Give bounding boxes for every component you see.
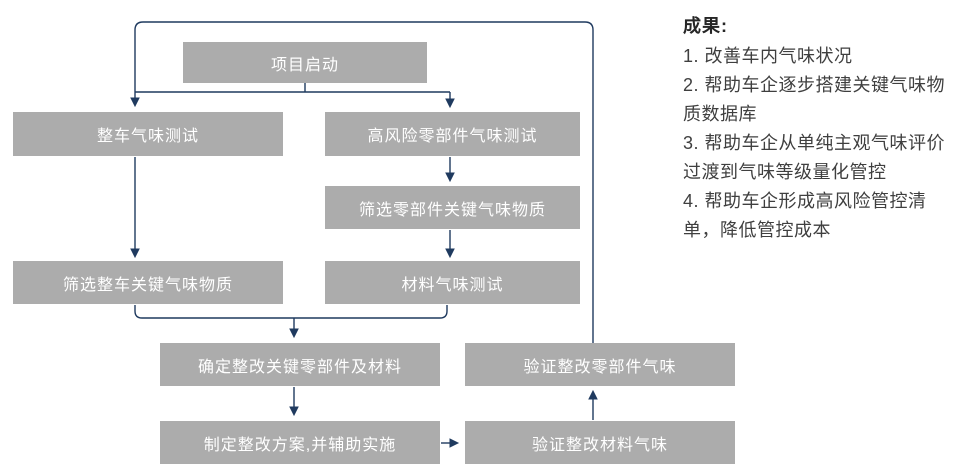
- node-determine-key-parts-materials: 确定整改关键零部件及材料: [160, 343, 440, 386]
- node-project-start-label: 项目启动: [270, 56, 339, 74]
- node-screen-vehicle-key-odor-substances-label: 筛选整车关键气味物质: [62, 276, 233, 294]
- node-make-rectification-plan-label: 制定整改方案,并辅助实施: [203, 436, 397, 454]
- results-item-1: 1. 改善车内气味状况: [683, 46, 853, 66]
- node-screen-vehicle-key-odor-substances: 筛选整车关键气味物质: [13, 261, 283, 304]
- results-item-3: 3. 帮助车企从单纯主观气味评价过渡到气味等级量化管控: [683, 133, 946, 182]
- results-panel: 成果: 1. 改善车内气味状况 2. 帮助车企逐步搭建关键气味物质数据库 3. …: [683, 12, 954, 245]
- node-material-odor-test-label: 材料气味测试: [401, 276, 504, 294]
- results-item-4: 4. 帮助车企形成高风险管控清单，降低管控成本: [683, 191, 927, 240]
- node-material-odor-test: 材料气味测试: [325, 261, 580, 304]
- node-screen-parts-key-odor-substances: 筛选零部件关键气味物质: [325, 186, 580, 229]
- node-vehicle-odor-test: 整车气味测试: [13, 112, 283, 156]
- node-verify-rectified-parts-odor-label: 验证整改零部件气味: [523, 358, 677, 376]
- connector-merge-bracket: [134, 305, 448, 319]
- node-verify-rectified-material-odor-label: 验证整改材料气味: [531, 436, 668, 454]
- node-screen-parts-key-odor-substances-label: 筛选零部件关键气味物质: [358, 201, 546, 219]
- node-determine-key-parts-materials-label: 确定整改关键零部件及材料: [197, 358, 402, 376]
- results-item-2: 2. 帮助车企逐步搭建关键气味物质数据库: [683, 75, 946, 124]
- node-vehicle-odor-test-label: 整车气味测试: [96, 128, 199, 145]
- node-verify-rectified-parts-odor: 验证整改零部件气味: [465, 343, 735, 386]
- node-make-rectification-plan: 制定整改方案,并辅助实施: [160, 421, 440, 464]
- node-high-risk-parts-odor-test-label: 高风险零部件气味测试: [367, 128, 538, 145]
- node-verify-rectified-material-odor: 验证整改材料气味: [465, 421, 735, 464]
- node-project-start: 项目启动: [183, 42, 427, 83]
- results-panel-title: 成果:: [683, 16, 728, 36]
- node-high-risk-parts-odor-test: 高风险零部件气味测试: [325, 112, 580, 156]
